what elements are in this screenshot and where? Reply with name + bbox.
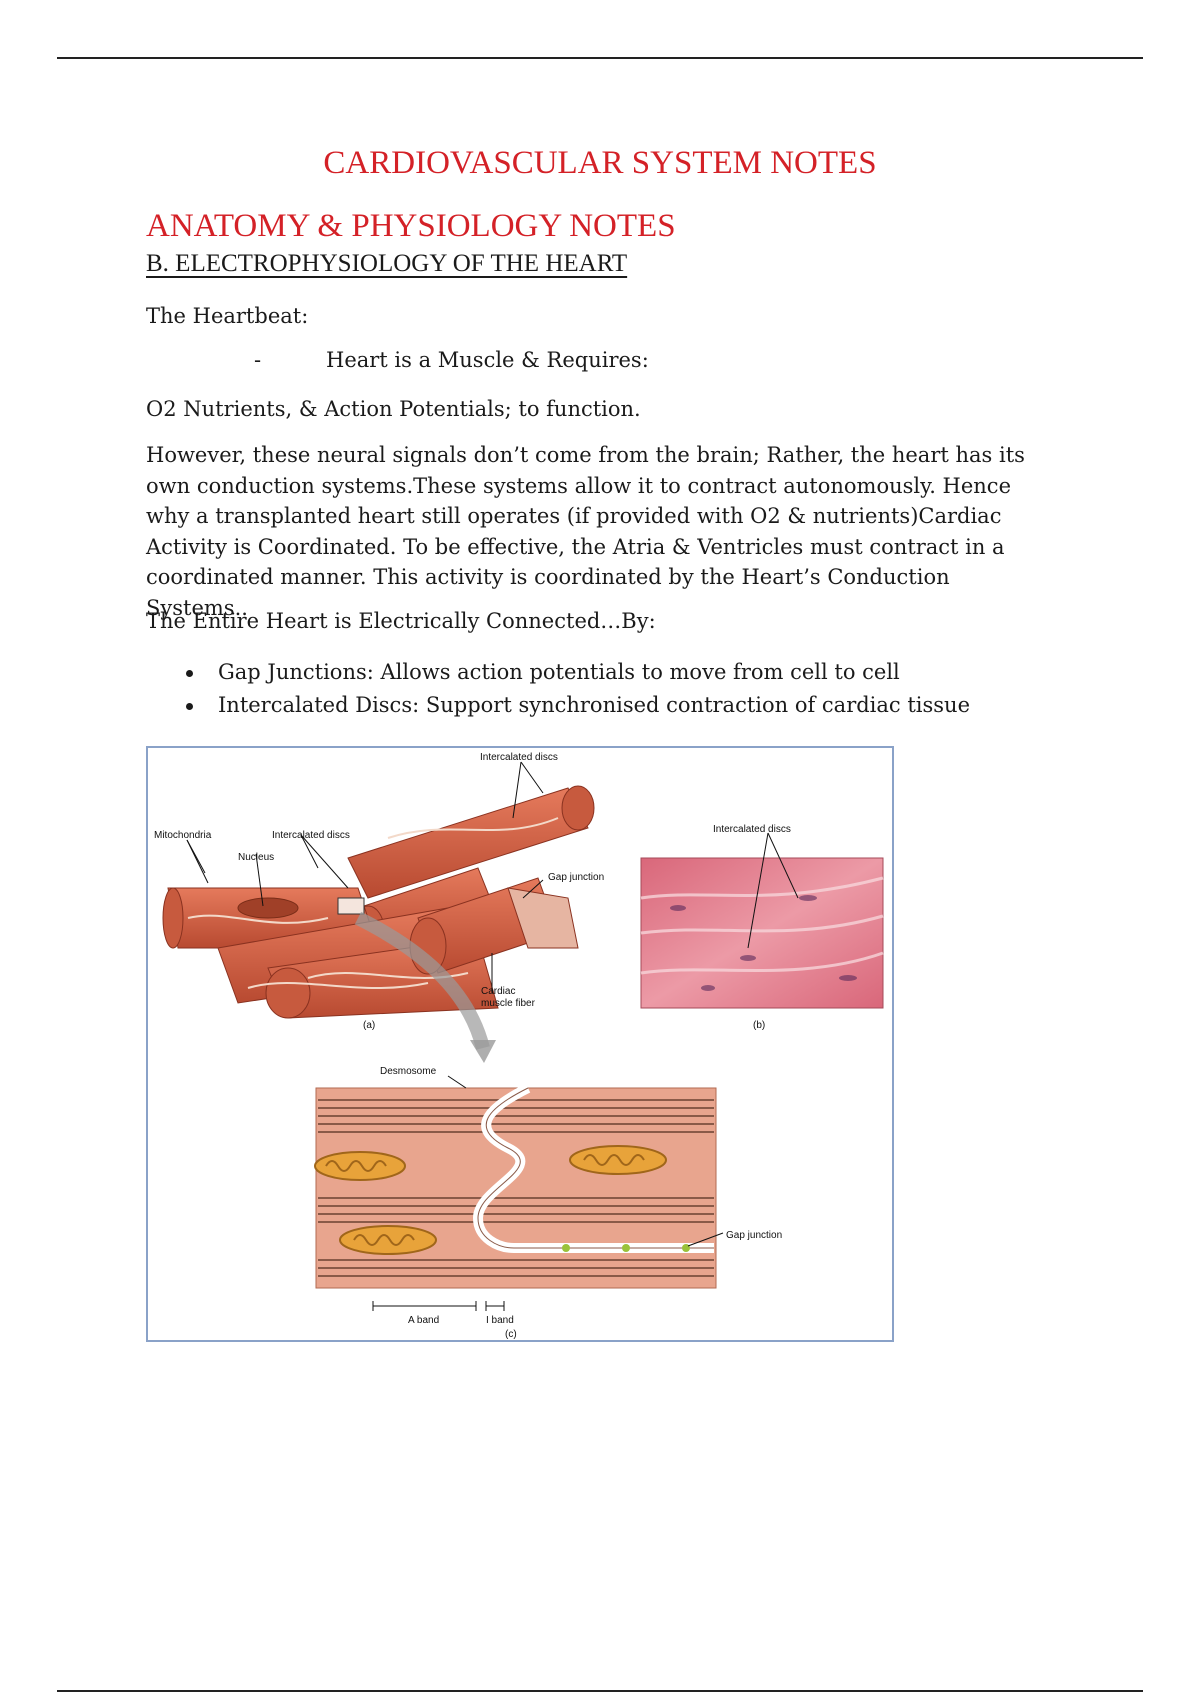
label-panel-c: (c) [505, 1329, 517, 1340]
page-title: CARDIOVASCULAR SYSTEM NOTES [323, 145, 877, 181]
top-rule [57, 57, 1143, 59]
list-item: Intercalated Discs: Support synchronised… [146, 689, 970, 722]
label-gap-junction-c: Gap junction [726, 1230, 782, 1241]
label-mitochondria: Mitochondria [154, 830, 212, 841]
cardiac-muscle-diagram: Intercalated discs Mitochondria Intercal… [154, 752, 884, 1340]
label-a-band: A band [408, 1315, 439, 1326]
label-i-band: I band [486, 1315, 514, 1326]
heartbeat-heading: The Heartbeat: [146, 304, 309, 328]
label-panel-a: (a) [363, 1020, 375, 1031]
list-item: Gap Junctions: Allows action potentials … [146, 656, 970, 689]
bullet-icon [186, 670, 193, 677]
dash-marker: - [254, 348, 262, 372]
label-cardiac-fiber-line1: Cardiac [481, 986, 515, 997]
bullet-icon [186, 703, 193, 710]
label-desmosome: Desmosome [380, 1066, 437, 1077]
page-subtitle: ANATOMY & PHYSIOLOGY NOTES [146, 208, 676, 244]
panel-b-histology: Intercalated discs (b) [640, 824, 884, 1031]
label-gap-junction-a: Gap junction [548, 872, 604, 883]
label-intercalated-discs-b: Intercalated discs [713, 824, 791, 835]
bottom-rule [57, 1690, 1143, 1692]
conduction-paragraph: However, these neural signals don’t come… [146, 443, 1025, 620]
dash-item-text: Heart is a Muscle & Requires: [326, 348, 649, 372]
requires-text: O2 Nutrients, & Action Potentials; to fu… [146, 397, 641, 421]
bullet-text: Intercalated Discs: Support synchronised… [218, 693, 971, 717]
label-panel-b: (b) [753, 1020, 765, 1031]
label-cardiac-fiber-line2: muscle fiber [481, 998, 536, 1009]
connected-heading: The Entire Heart is Electrically Connect… [146, 609, 656, 633]
label-intercalated-discs-left: Intercalated discs [272, 830, 350, 841]
label-intercalated-discs-top: Intercalated discs [480, 752, 558, 763]
label-nucleus: Nucleus [238, 852, 274, 863]
section-heading: B. ELECTROPHYSIOLOGY OF THE HEART [146, 250, 628, 277]
bullet-text: Gap Junctions: Allows action potentials … [218, 660, 900, 684]
bullet-list: Gap Junctions: Allows action potentials … [146, 656, 970, 722]
panel-c-junction-detail: Desmosome Gap junction A band I band (c) [314, 1066, 782, 1340]
cardiac-muscle-figure: Intercalated discs Mitochondria Intercal… [146, 746, 894, 1342]
panel-a-fibers: Intercalated discs Mitochondria Intercal… [154, 752, 604, 1063]
